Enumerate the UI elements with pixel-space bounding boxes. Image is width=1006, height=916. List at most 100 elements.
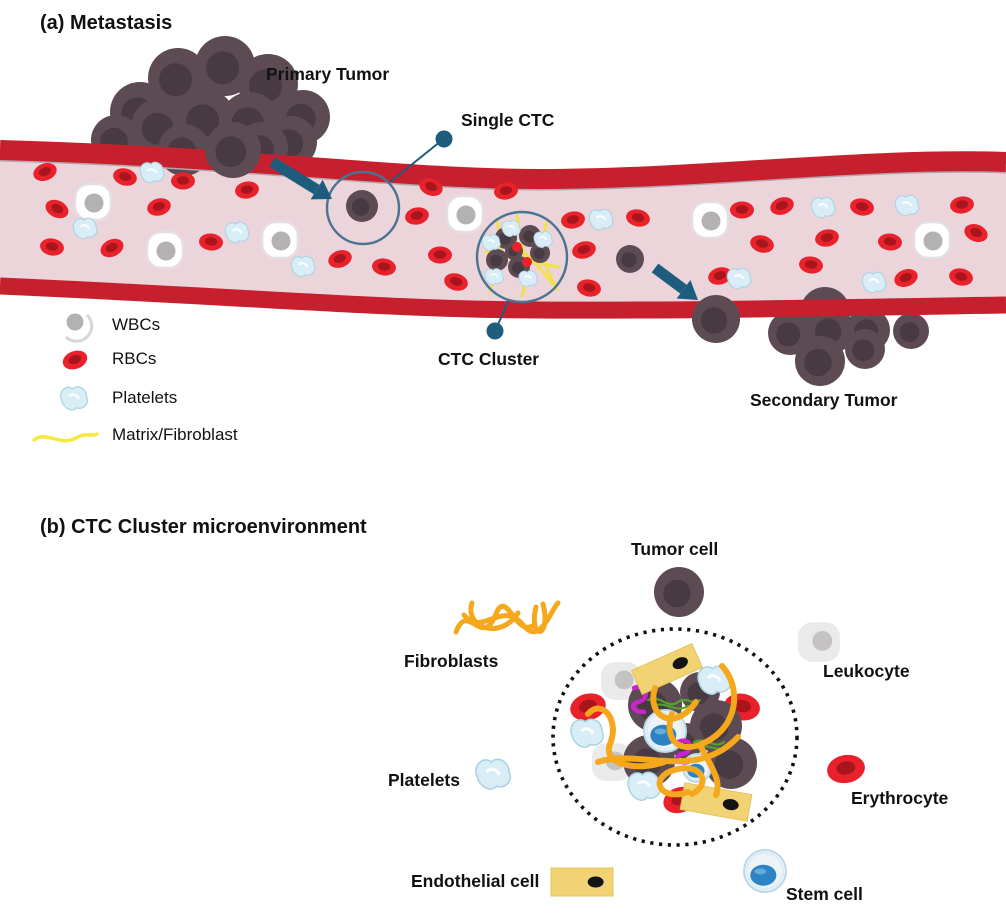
platelet-icon <box>224 221 250 244</box>
cluster-endothelial-top <box>630 643 704 695</box>
endothelial-cell-label: Endothelial cell <box>411 871 540 891</box>
rbc-icon <box>419 178 443 196</box>
rbc-icon <box>328 250 352 268</box>
rbc-icon <box>949 268 973 286</box>
label-icons <box>475 567 865 897</box>
secondary-tumor <box>768 287 929 386</box>
endothelial-cell-icon <box>630 643 704 695</box>
tumor-cell <box>346 190 378 222</box>
rbc-icon <box>444 273 468 291</box>
platelet-icon <box>518 270 538 287</box>
legend-label-rbcs: RBCs <box>112 349 157 368</box>
platelet-icon <box>861 271 887 294</box>
wbc-icon <box>73 182 113 222</box>
platelet-icon <box>533 231 553 248</box>
platelet-icon <box>627 771 661 801</box>
matrix-fibroblast-icon <box>32 432 99 443</box>
rbc-icon <box>770 197 794 215</box>
tumor-cell <box>616 245 644 273</box>
stem-cell-icon <box>743 849 787 893</box>
blood-cells <box>33 161 988 297</box>
rbc-icon <box>850 198 874 216</box>
rbc-icon <box>113 168 137 186</box>
cluster-endothelial-bottom <box>663 782 753 822</box>
leukocyte-icon <box>601 662 641 700</box>
platelet-icon <box>484 268 504 285</box>
migration-arrow <box>651 263 687 294</box>
rbc-icon <box>878 233 902 251</box>
primary-tumor-front-cell <box>205 122 261 178</box>
stem-cell-label: Stem cell <box>786 884 863 904</box>
rbc-icon <box>894 269 918 287</box>
rbc-icon <box>561 211 585 229</box>
rbc-icon <box>964 224 988 242</box>
rbc-icon <box>494 182 518 200</box>
platelets-label: Platelets <box>388 770 460 790</box>
cluster-platelets <box>627 665 731 801</box>
platelet-icon <box>726 267 752 290</box>
rbc-fragment <box>512 242 522 252</box>
rbc-icon <box>626 209 650 227</box>
ctc-microenvironment-illustration <box>453 567 865 897</box>
tumor-cell <box>845 329 885 369</box>
tumor-cell <box>795 336 845 386</box>
wbc-icon <box>912 220 952 260</box>
cluster-boundary-dotted-circle <box>551 627 799 847</box>
rbc-icon <box>100 238 124 258</box>
platelet-icon <box>810 196 836 219</box>
vessel-bottom-wall <box>0 277 1006 319</box>
rbc-icon <box>730 201 754 219</box>
leukocyte-icon <box>798 622 840 662</box>
ctc-cluster-label: CTC Cluster <box>438 349 540 369</box>
tumor-cell <box>692 295 740 343</box>
legend-icons <box>32 313 99 443</box>
platelet-icon <box>475 758 511 790</box>
migration-arrow <box>269 157 320 195</box>
tumor-cell <box>768 311 812 355</box>
rbc-icon <box>40 238 64 256</box>
panel-b-title: (b) CTC Cluster microenvironment <box>40 516 367 538</box>
rbc-icon <box>950 196 974 214</box>
wbc-icon <box>66 313 84 331</box>
primary-tumor-label: Primary Tumor <box>266 64 390 84</box>
rbc-icon <box>572 241 596 259</box>
platelet-icon <box>588 208 614 231</box>
legend-label-matrix-fibroblast: Matrix/Fibroblast <box>112 425 238 444</box>
ctc-cluster-circle <box>475 210 569 304</box>
fibroblasts-label: Fibroblasts <box>404 651 499 671</box>
tumor-cell <box>205 122 261 178</box>
leukocyte-label: Leukocyte <box>823 661 910 681</box>
endothelial-cell-icon <box>550 867 614 897</box>
extravasating-ctc <box>692 295 740 343</box>
tumor-cell-label: Tumor cell <box>631 539 719 559</box>
wbc-icon <box>145 230 185 270</box>
rbc-icon <box>405 207 429 225</box>
ctc-cluster-cells <box>481 220 553 287</box>
callout-line <box>389 140 442 183</box>
rbc-icon <box>45 199 69 219</box>
rbc-icon <box>171 172 195 190</box>
erythrocyte-icon <box>827 754 865 784</box>
rbc-icon <box>199 233 223 251</box>
rbc-icon <box>577 279 601 297</box>
legend-label-wbcs: WBCs <box>112 315 161 334</box>
secondary-tumor-label: Secondary Tumor <box>750 390 898 410</box>
rbc-icon <box>147 198 171 216</box>
tumor-cell <box>654 567 704 617</box>
platelet-icon <box>501 220 521 237</box>
rbc-icon <box>235 181 259 199</box>
annotation-marks <box>269 130 698 340</box>
rbc-icon <box>799 256 823 274</box>
vessel-top-wall <box>0 140 1006 190</box>
tumor-cell <box>530 243 550 263</box>
tumor-cell <box>486 249 508 271</box>
legend-label-platelets: Platelets <box>112 388 178 407</box>
platelet-icon <box>894 194 920 217</box>
callout-dot <box>435 130 453 148</box>
callout-dot <box>486 322 504 340</box>
fibroblast-fibers <box>585 663 741 798</box>
platelet-icon <box>570 718 604 748</box>
migration-arrowhead <box>310 179 332 200</box>
rbc-fragment <box>522 257 532 267</box>
